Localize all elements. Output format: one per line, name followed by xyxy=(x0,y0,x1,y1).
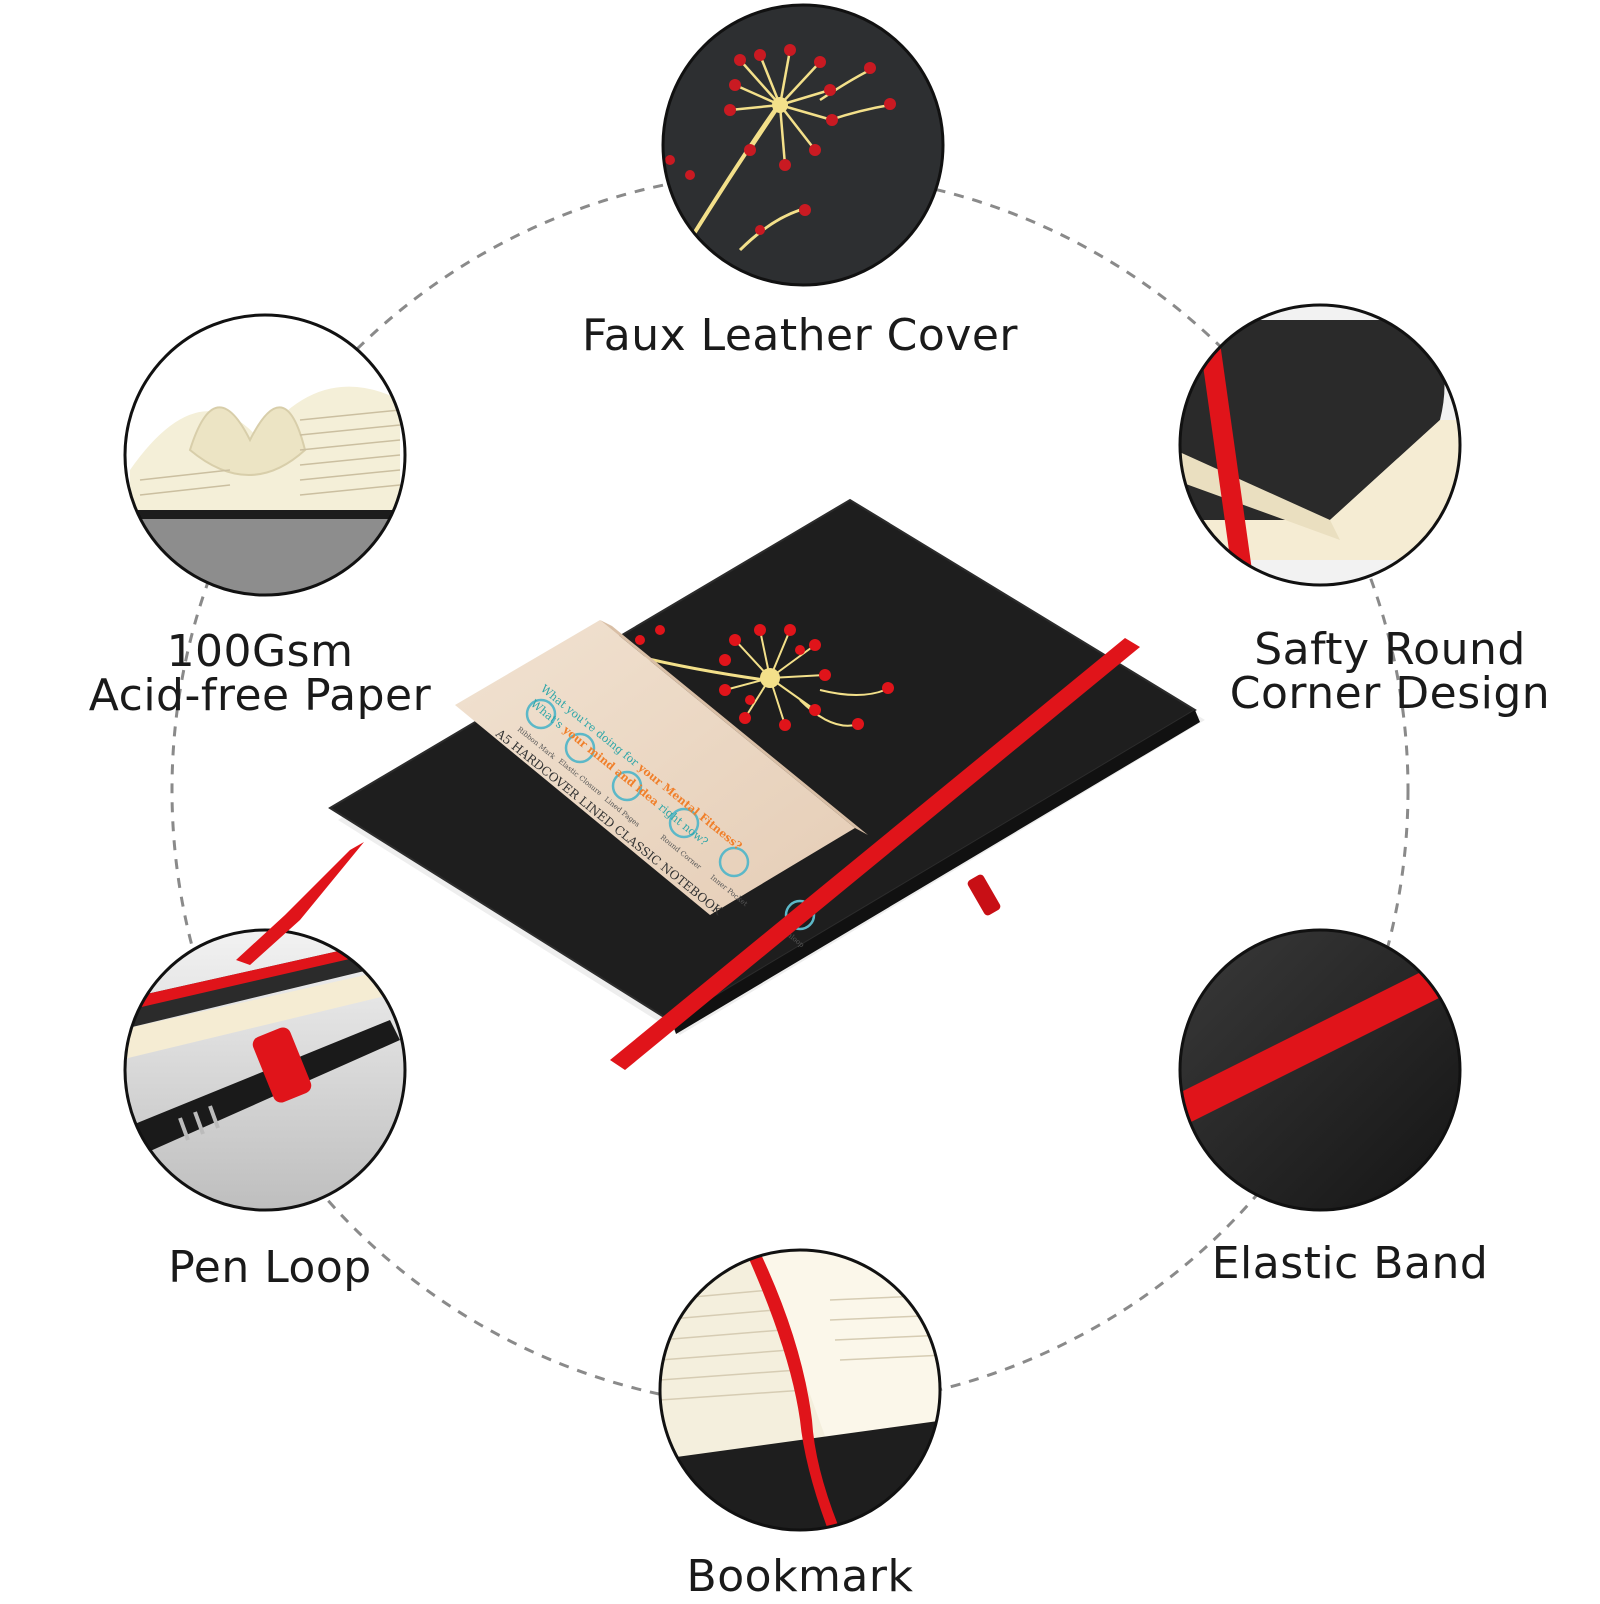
feature-label-elastic-band: Elastic Band xyxy=(1190,1242,1510,1286)
feature-label-text: Elastic Band xyxy=(1211,1238,1489,1289)
elastic-band-image xyxy=(1178,928,1462,1212)
feature-label-text: Pen Loop xyxy=(168,1242,372,1293)
round-corner-image xyxy=(1178,303,1462,587)
product-sleeve xyxy=(455,620,855,915)
ribbon-bookmark xyxy=(236,842,364,965)
sleeve-feature-icons xyxy=(525,698,816,931)
feature-label-text: Corner Design xyxy=(1229,668,1551,719)
pen-loop-image xyxy=(123,928,407,1212)
pen-loop xyxy=(967,874,1001,916)
feature-label-bookmark: Bookmark xyxy=(660,1555,940,1599)
feature-label-text: Bookmark xyxy=(686,1551,914,1602)
feature-label-faux-leather: Faux Leather Cover xyxy=(560,314,1040,358)
faux-leather-cover-image xyxy=(661,3,945,287)
feature-label-pen-loop: Pen Loop xyxy=(140,1246,400,1290)
bookmark-image xyxy=(658,1248,942,1532)
feature-label-text: Faux Leather Cover xyxy=(581,310,1019,361)
feature-label-text: 100Gsm xyxy=(166,626,354,677)
feature-label-text: Safty Round xyxy=(1254,624,1526,675)
notebook-main-image: What you're doing for your Mental Fitnes… xyxy=(236,498,1205,1070)
feature-label-text: Acid-free Paper xyxy=(88,670,432,721)
acid-free-paper-image xyxy=(123,313,407,597)
elastic-closure xyxy=(610,638,1140,1070)
